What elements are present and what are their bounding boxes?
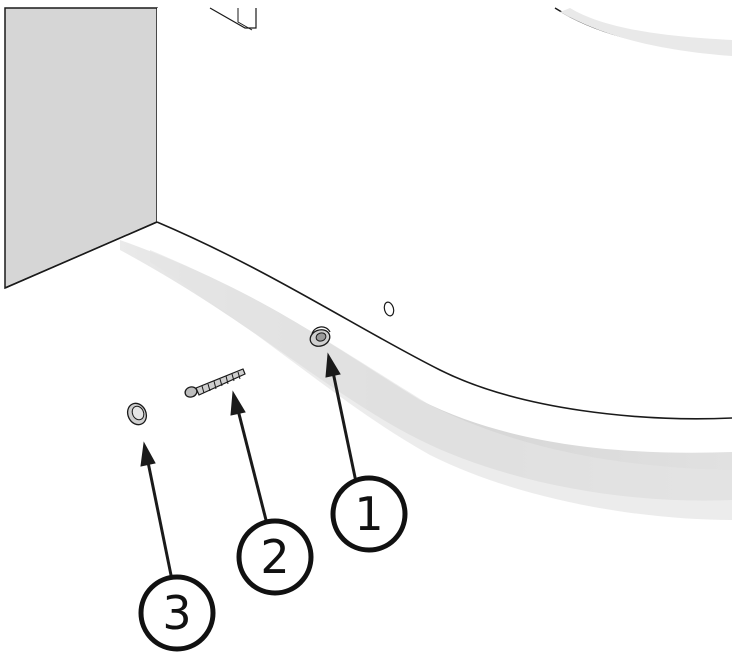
part-3-cap-icon <box>126 402 148 426</box>
arrow-2 <box>230 390 268 521</box>
callout-2: 2 <box>236 518 314 596</box>
callout-3: 3 <box>138 574 216 652</box>
callout-1-label: 1 <box>354 487 383 541</box>
mounting-hole-icon <box>383 301 395 317</box>
part-2-screw-icon <box>184 368 246 398</box>
floor-shadow <box>120 240 732 520</box>
arrow-1 <box>325 352 358 483</box>
arrow-3 <box>140 441 174 581</box>
callout-2-label: 2 <box>260 530 289 584</box>
callout-3-label: 3 <box>162 586 191 640</box>
part-1-bushing-icon <box>309 326 331 347</box>
unit-body <box>4 7 732 420</box>
callout-1: 1 <box>330 475 408 553</box>
